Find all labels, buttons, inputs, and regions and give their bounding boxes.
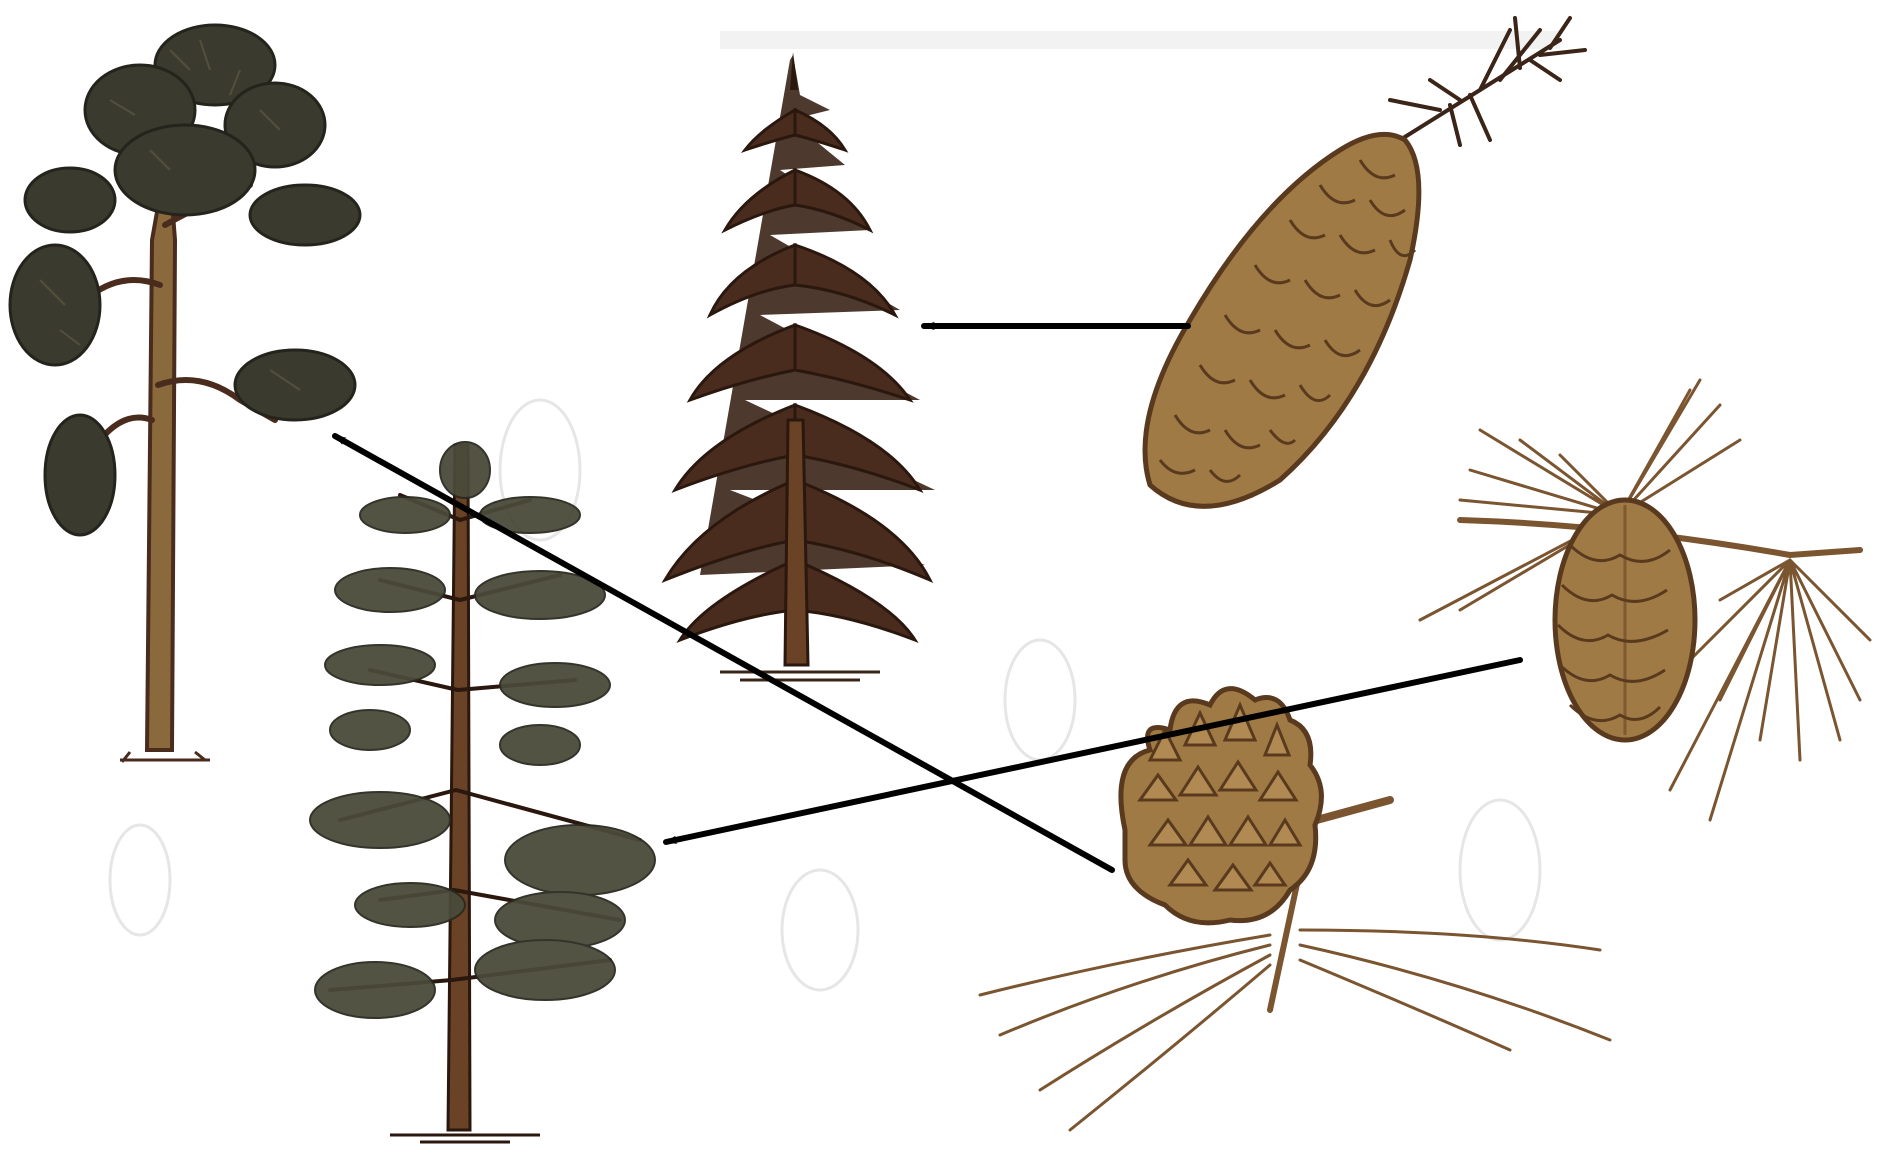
larch-cone-icon: [1420, 380, 1870, 820]
arrow-larch-cone-to-larch: [666, 660, 1520, 842]
larch-tree-icon: [310, 442, 655, 1142]
spruce-cone-icon: [1145, 18, 1585, 506]
spruce-tree-icon: [665, 52, 935, 680]
pine-tree-icon: [10, 25, 360, 762]
